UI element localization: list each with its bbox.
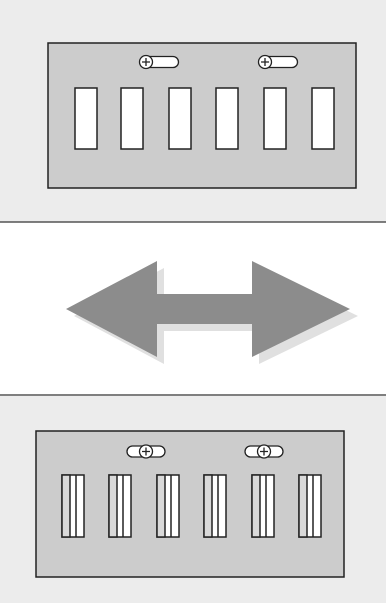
bottom-slot-3: [156, 474, 180, 538]
top-slots: [74, 87, 335, 150]
top-slot-4: [215, 87, 239, 150]
bottom-slots: [61, 474, 322, 538]
top-screw-2-slot: [264, 55, 299, 69]
top-slot-3: [168, 87, 192, 150]
top-screw-2-cross-icon: [261, 58, 269, 66]
bottom-panel: [0, 394, 386, 603]
top-slot-5: [263, 87, 287, 150]
top-slot-6: [311, 87, 335, 150]
double-arrow-icon: [66, 261, 358, 364]
double-arrow-shape: [66, 261, 350, 357]
top-screw-1-cross-icon: [142, 58, 150, 66]
bottom-screw-2-cross-icon: [260, 447, 268, 456]
bottom-wall-plate: [35, 430, 345, 578]
top-wall-plate: [47, 42, 357, 189]
top-screw-2: [257, 54, 299, 70]
bottom-screw-1-cross-icon: [142, 447, 150, 456]
top-slot-2: [120, 87, 144, 150]
bottom-slot-6: [298, 474, 322, 538]
top-screw-1-slot: [145, 55, 180, 69]
bottom-slot-5: [251, 474, 275, 538]
bottom-slot-4: [203, 474, 227, 538]
bottom-screw-2: [244, 444, 284, 459]
top-panel: [0, 0, 386, 223]
bottom-slot-2: [108, 474, 132, 538]
bottom-screw-1: [126, 444, 166, 459]
top-screw-1: [138, 54, 180, 70]
bottom-slot-1: [61, 474, 85, 538]
top-slot-1: [74, 87, 98, 150]
